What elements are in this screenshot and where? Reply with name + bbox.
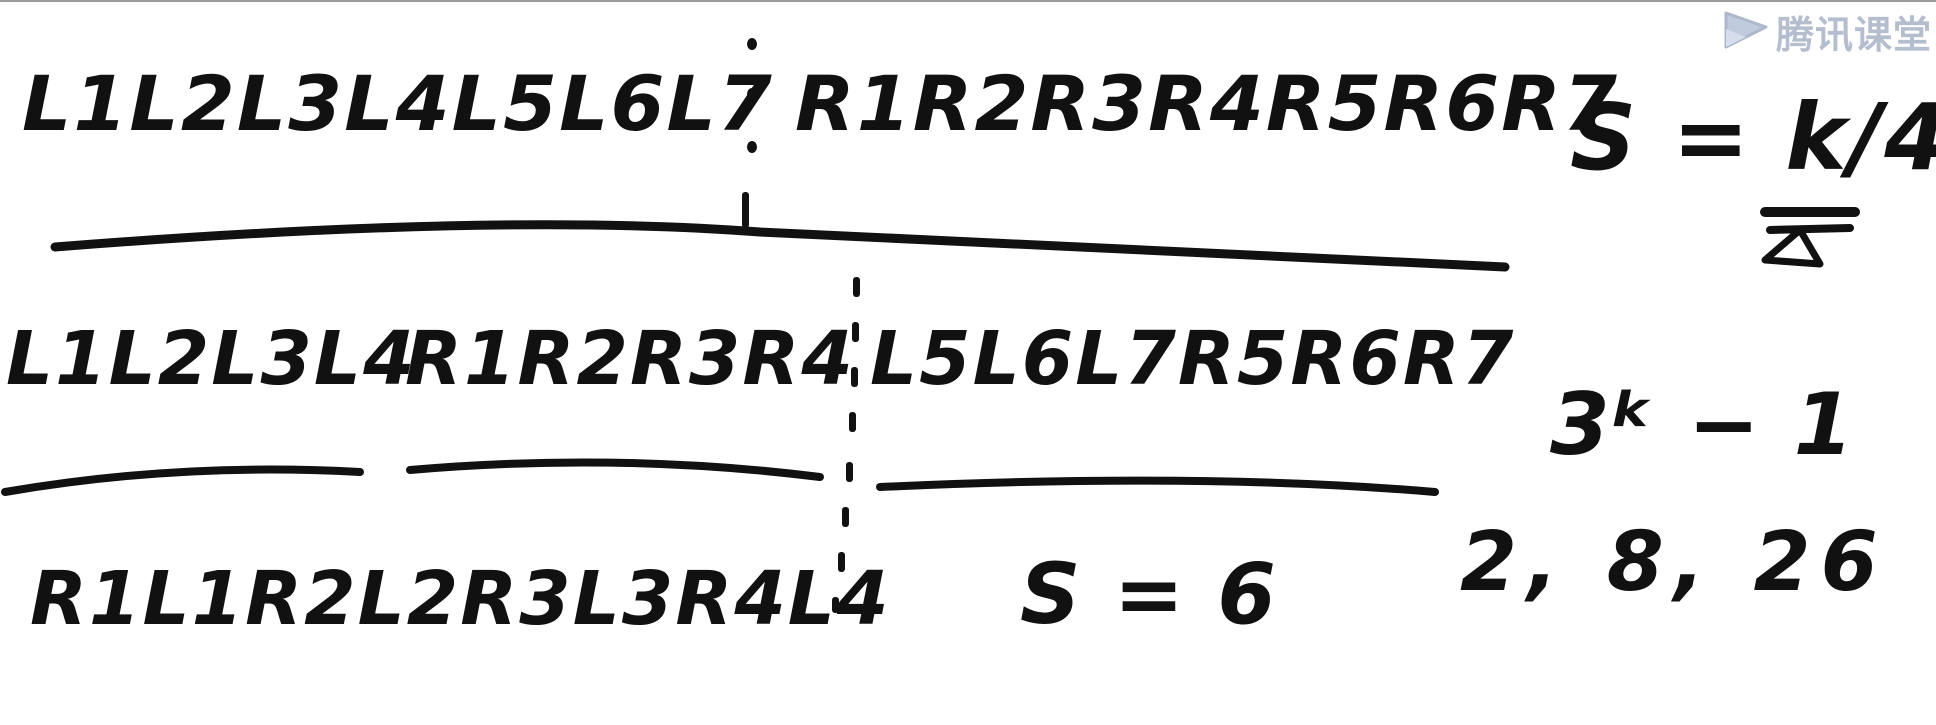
divider-dot — [842, 507, 849, 527]
note-power: 3ᵏ − 1 — [1550, 375, 1856, 475]
row2-mid-text: R1R2R3R4 — [405, 316, 855, 402]
underline-left — [1, 465, 364, 496]
divider-dot — [849, 412, 856, 432]
watermark-text: 腾讯课堂 — [1775, 13, 1932, 57]
row2-left-text: L1L2L3L4 — [6, 316, 417, 402]
play-icon — [1720, 7, 1772, 57]
row1-left-text: L1L2L3L4L5L6L7 — [22, 59, 774, 148]
divider-dot — [853, 277, 860, 297]
note-s-mid: S = 6 — [1020, 545, 1278, 643]
row1-right-text: R1R2R3R4R5R6R7 — [795, 59, 1619, 148]
divider-dot — [838, 552, 845, 572]
divider-dot — [747, 38, 757, 50]
divider-dot — [846, 462, 853, 482]
divider-dot — [832, 597, 839, 613]
row3-text: R1L1R2L2R3L3R4L4 — [30, 556, 891, 642]
row2-right-text: L5L6L7R5R6R7 — [870, 316, 1516, 402]
triangle-mark — [1761, 226, 1824, 268]
divider-dot — [852, 322, 859, 342]
underline-mid — [406, 458, 824, 481]
divider-dot — [747, 88, 757, 100]
watermark-logo: 腾讯课堂 — [1720, 4, 1932, 59]
note-s-top: S = k/4 — [1570, 84, 1936, 191]
underline-right — [876, 476, 1439, 496]
underline-top — [50, 220, 1510, 272]
divider-tick — [742, 192, 749, 228]
fraction-bar — [1766, 224, 1854, 234]
divider-dot — [851, 367, 858, 387]
note-sequence: 2, 8, 26 — [1460, 515, 1888, 610]
divider-dot — [747, 141, 757, 153]
